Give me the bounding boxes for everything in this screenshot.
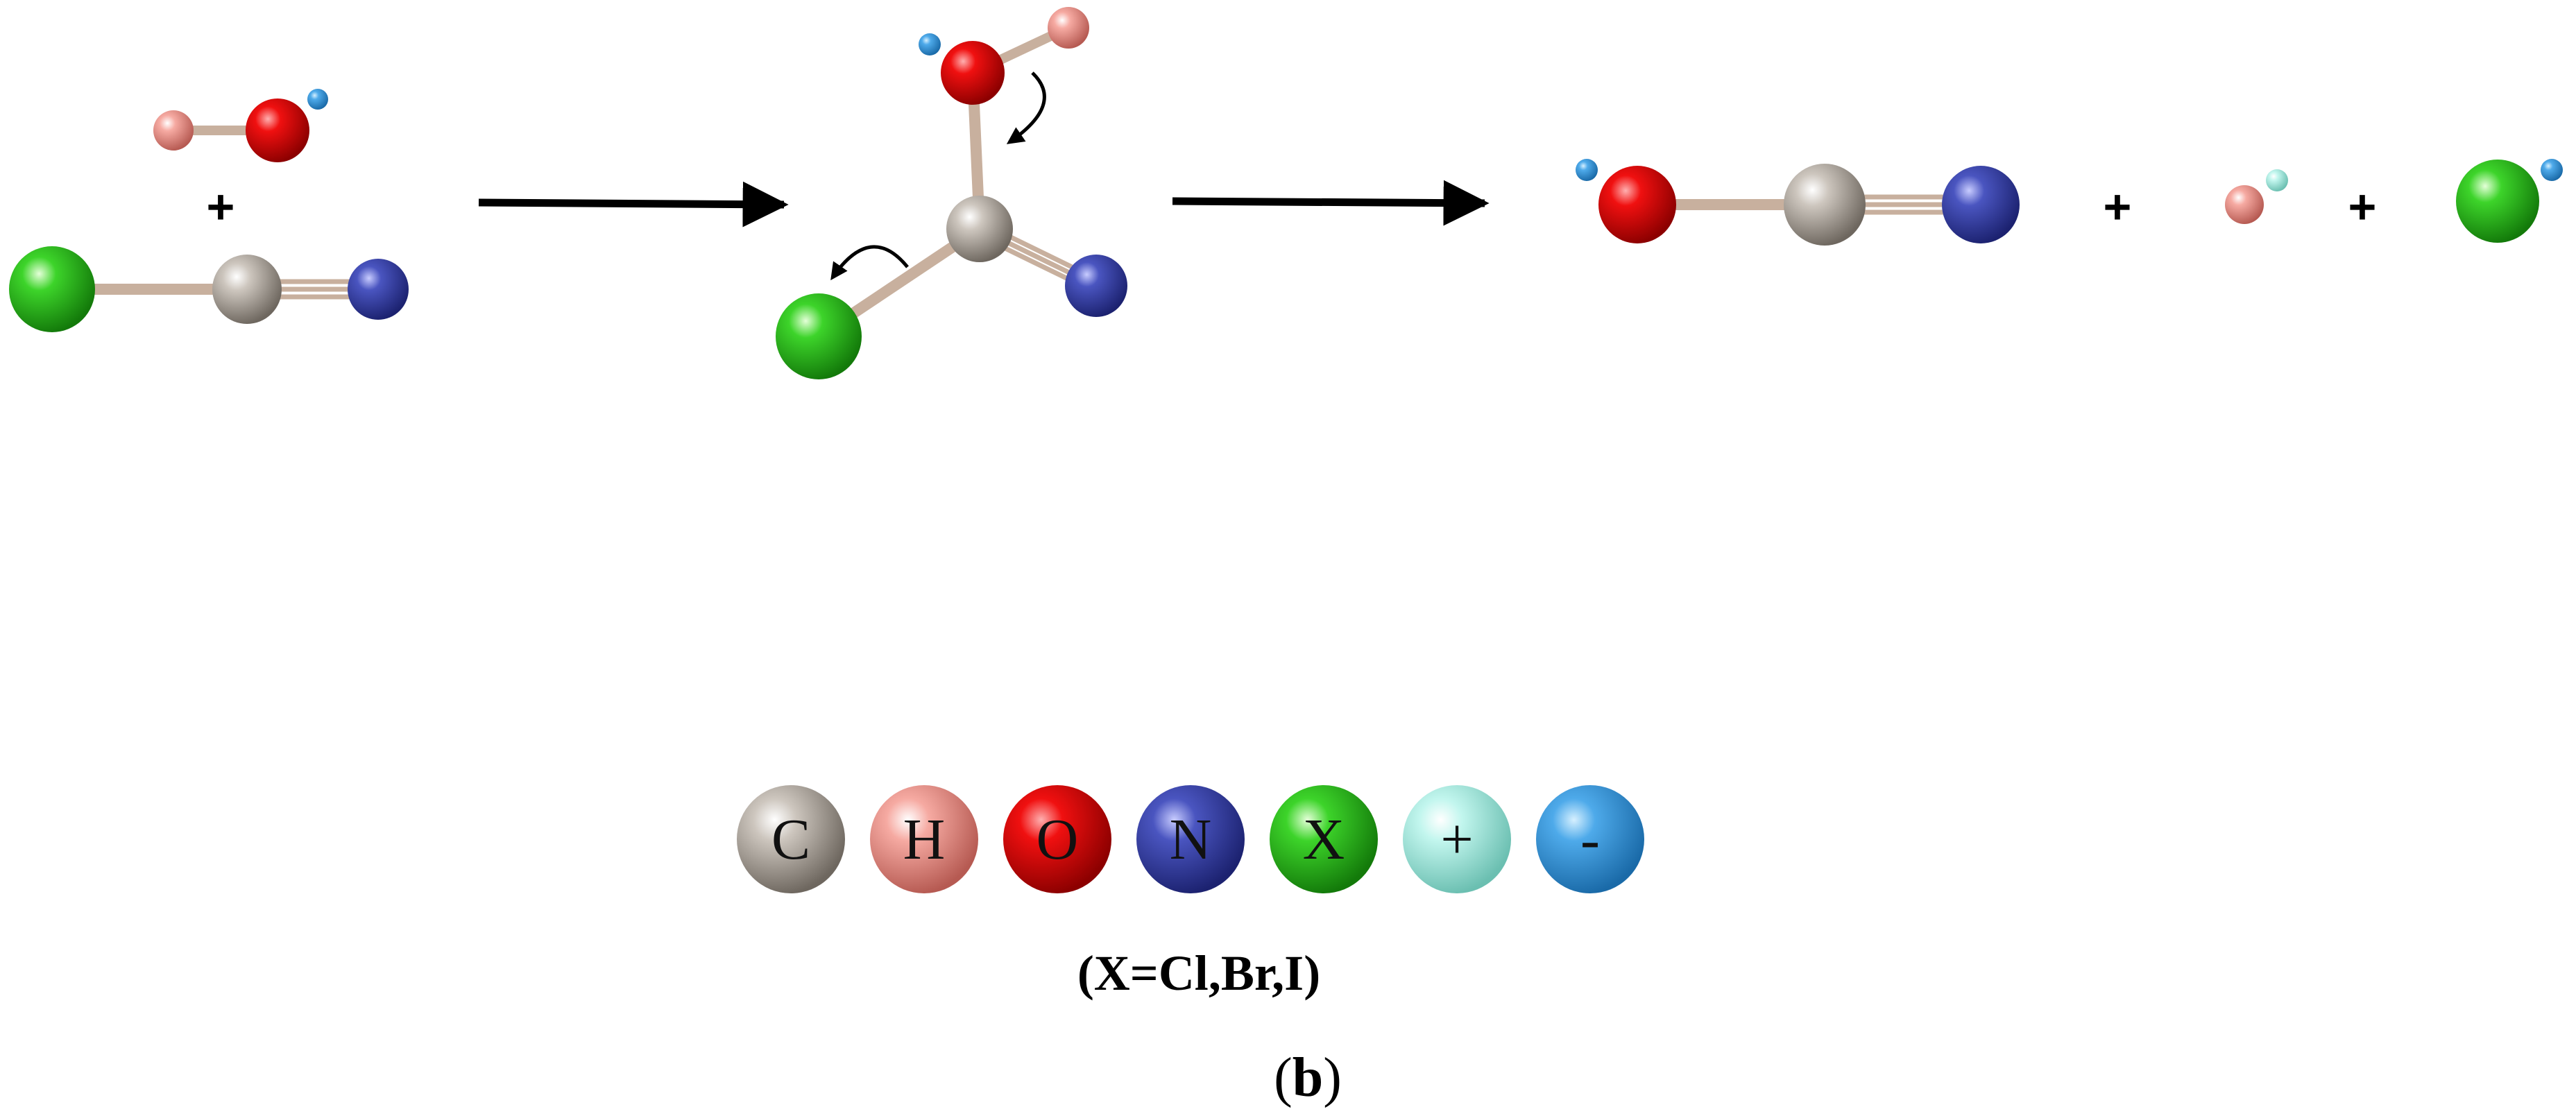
proton — [2225, 169, 2288, 224]
atom-x — [2456, 160, 2539, 243]
atom-n — [1065, 255, 1127, 317]
halogen-note: (X=Cl,Br,I) — [1077, 945, 1320, 1001]
legend-item: - — [1536, 785, 1644, 893]
panel-label-letter: b — [1293, 1047, 1324, 1108]
atom-h — [1048, 7, 1089, 49]
intermediate — [776, 7, 1127, 379]
legend-sphere — [870, 785, 978, 893]
plus-sign-products-2: + — [2348, 180, 2377, 234]
cyanogen-halide — [9, 246, 409, 332]
plus-sign-products-1: + — [2104, 180, 2132, 234]
curved-arrow-c-x — [830, 245, 909, 281]
legend-sphere — [1403, 785, 1511, 893]
legend-sphere — [1003, 785, 1111, 893]
panel-label: (b) — [1274, 1047, 1342, 1108]
legend-sphere — [1536, 785, 1644, 893]
charge-minus — [919, 33, 941, 55]
legend-label: H — [903, 807, 946, 872]
charge-minus — [307, 89, 328, 110]
atom-x — [776, 293, 862, 379]
legend-sphere — [737, 785, 845, 893]
atom-h — [153, 110, 194, 151]
legend-item: + — [1403, 785, 1511, 893]
water-fragment — [153, 89, 328, 162]
reaction-arrow-1 — [478, 181, 789, 228]
legend-label: X — [1303, 807, 1345, 872]
charge-minus — [2541, 159, 2563, 181]
charge-minus — [1576, 159, 1598, 181]
atom-h — [2225, 185, 2264, 224]
legend-label: C — [771, 807, 810, 872]
curved-arrow-o-c — [1006, 71, 1046, 144]
legend-sphere — [1136, 785, 1245, 893]
atom-x — [9, 246, 95, 332]
atom-o — [246, 98, 309, 162]
atom-c — [1784, 164, 1866, 246]
legend-item: N — [1136, 785, 1245, 893]
atom-n — [1942, 166, 2020, 243]
atom-o — [1598, 166, 1676, 243]
panel-label-open: ( — [1274, 1047, 1293, 1108]
panel-label-close: ) — [1323, 1047, 1342, 1108]
reactants: + — [9, 89, 409, 332]
atom-legend: C H O N X + - — [737, 785, 1644, 893]
plus-sign-reactants: + — [207, 180, 235, 234]
legend-item: H — [870, 785, 978, 893]
legend-label: N — [1170, 807, 1212, 872]
atom-o — [941, 41, 1005, 105]
products: + + — [1576, 159, 2563, 246]
legend-label: + — [1440, 807, 1473, 872]
atom-n — [348, 259, 409, 320]
legend-item: X — [1270, 785, 1378, 893]
legend-sphere — [1270, 785, 1378, 893]
cyanate — [1576, 159, 2020, 246]
halide-ion — [2456, 159, 2563, 243]
legend-label: - — [1580, 807, 1600, 872]
legend-label: O — [1037, 807, 1079, 872]
charge-plus — [2266, 169, 2288, 191]
legend-item: C — [737, 785, 845, 893]
reaction-arrow-2 — [1172, 180, 1490, 226]
legend-item: O — [1003, 785, 1111, 893]
atom-c — [212, 255, 282, 324]
atom-c — [946, 196, 1013, 262]
